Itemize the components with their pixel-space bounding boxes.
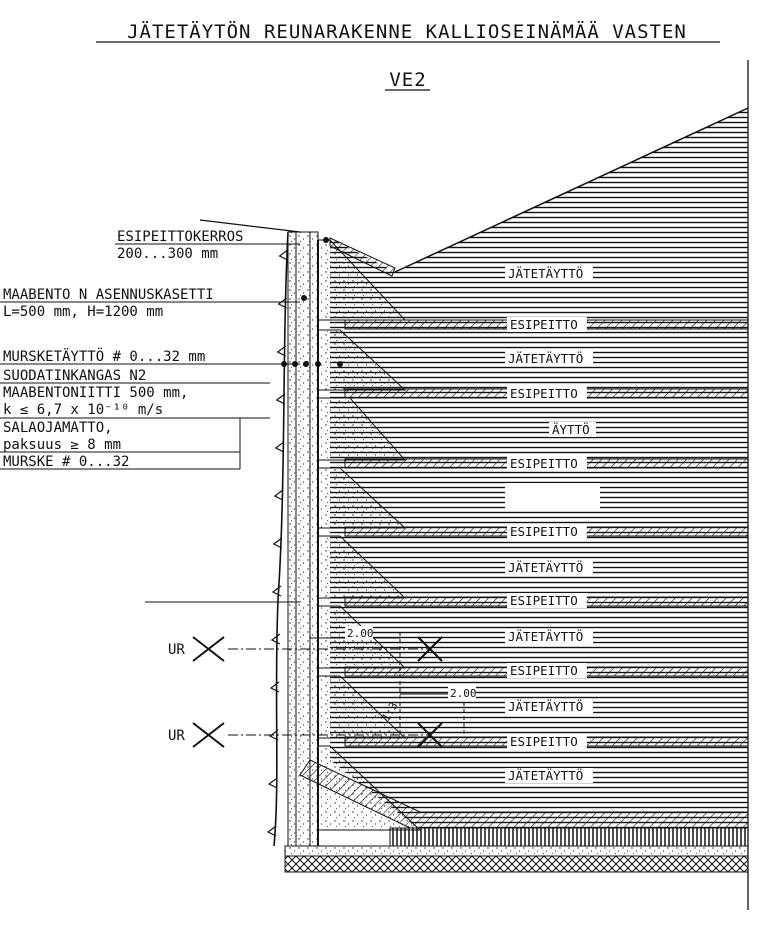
layer-label-bg <box>505 629 593 644</box>
ur-cross-4 <box>417 722 443 748</box>
rock-wall-tick <box>266 825 277 837</box>
layer-label-bg <box>507 524 587 539</box>
legend-row-3-line1: SALAOJAMATTO, <box>3 420 113 436</box>
rock-wall-ticks <box>266 249 288 837</box>
layer-label-bg <box>505 266 593 281</box>
rock-wall-tick <box>272 537 283 549</box>
rock-wall-line <box>273 231 289 847</box>
callout-dot-5 <box>303 361 309 367</box>
rock-wall-tick <box>274 441 285 453</box>
drawing-title: JÄTETÄYTÖN REUNARAKENNE KALLIOSEINÄMÄÄ V… <box>127 20 687 43</box>
layer-label: JÄTETÄYTTÖ <box>508 265 583 281</box>
base-crush-layer <box>284 845 749 857</box>
legend-row-2-line2: k ≤ 6,7 x 10⁻¹⁰ m/s <box>3 402 163 418</box>
rock-wall-tick <box>277 297 288 309</box>
dim-width-top: 2.00 <box>347 627 374 640</box>
layer-label-bg <box>505 560 593 575</box>
callout-3-line1: MURSKETÄYTTÖ # 0...32 mm <box>3 347 205 365</box>
callout-1-line1: ESIPEITTOKERROS <box>117 229 243 245</box>
dim-label-bg-1 <box>345 626 373 640</box>
layer-label-bg <box>507 593 587 608</box>
callout-dot-3 <box>281 361 287 367</box>
layer-label-bg <box>549 422 596 437</box>
layer-label-bg <box>507 456 587 471</box>
callout-1-line2: 200...300 mm <box>117 246 218 262</box>
ur-cross-1 <box>192 636 225 662</box>
legend-row-1: SUODATINKANGAS N2 <box>3 368 146 384</box>
liner-column <box>287 231 319 847</box>
legend-row-3-line2: paksuus ≥ 8 mm <box>3 437 121 453</box>
ur-label-1: UR <box>168 642 185 658</box>
layer-label-bg <box>507 317 587 332</box>
rock-wall-tick <box>270 633 281 645</box>
layer-label: JÄTETÄYTTÖ <box>508 767 583 783</box>
drainage-mat-layer <box>389 827 749 847</box>
waste-fill-top-slope <box>394 107 749 273</box>
ur-cross-3 <box>417 636 443 662</box>
callout-dot-7 <box>337 361 343 367</box>
layer-label: ESIPEITTO <box>510 734 578 749</box>
callout-dot-6 <box>315 361 321 367</box>
layer-label: ESIPEITTO <box>510 524 578 539</box>
layer-label-bg <box>505 768 593 783</box>
callout-dot-2 <box>301 295 307 301</box>
rock-wall-tick <box>276 345 287 357</box>
bedrock-base-layer <box>284 855 749 873</box>
variant-label: VE2 <box>389 69 426 91</box>
dim-label-bg-2 <box>448 686 476 700</box>
layer-label-bg <box>507 663 587 678</box>
rock-wall-tick <box>275 393 286 405</box>
rock-wall-tick <box>271 585 282 597</box>
layer-label-bg <box>505 351 593 366</box>
layer-label: ESIPEITTO <box>510 386 578 401</box>
layer-labels: JÄTETÄYTTÖ ESIPEITTO JÄTETÄYTTÖ ESIPEITTO ÄY… <box>505 265 596 783</box>
rock-wall-tick <box>268 729 279 741</box>
ur-cross-2 <box>192 722 225 748</box>
layer-label: JÄTETÄYTTÖ <box>508 698 583 714</box>
rock-wall-tick <box>273 489 284 501</box>
layer-label: JÄTETÄYTTÖ <box>508 350 583 366</box>
rock-wall-tick <box>269 681 280 693</box>
layer-label: ESIPEITTO <box>510 317 578 332</box>
layer-label: ESIPEITTO <box>510 663 578 678</box>
legend-row-2-line1: MAABENTONIITTI 500 mm, <box>3 385 188 401</box>
callout-2-line2: L=500 mm, H=1200 mm <box>3 304 163 320</box>
layer-label-bg <box>507 386 587 401</box>
ur-label-2: UR <box>168 728 185 744</box>
callout-dot-1 <box>323 237 329 243</box>
rock-wall-tick <box>278 249 288 261</box>
layer-label-bg <box>505 699 593 714</box>
legend-row-4: MURSKE # 0...32 <box>3 454 129 470</box>
callout-2-line1: MAABENTO N ASENNUSKASETTI <box>3 287 214 303</box>
layer-label-bg <box>507 734 587 749</box>
rock-wall-tick <box>267 777 278 789</box>
layer-label: JÄTETÄYTTÖ <box>508 559 583 575</box>
callout-dot-4 <box>292 361 298 367</box>
layer-label: ÄYTTÖ <box>552 421 590 437</box>
blank-patch <box>505 483 600 511</box>
dim-width-bottom: 2.00 <box>450 687 477 700</box>
top-edge-line <box>199 219 301 233</box>
layer-label: ESIPEITTO <box>510 593 578 608</box>
layer-label: JÄTETÄYTTÖ <box>508 628 583 644</box>
layer-label: ESIPEITTO <box>510 456 578 471</box>
